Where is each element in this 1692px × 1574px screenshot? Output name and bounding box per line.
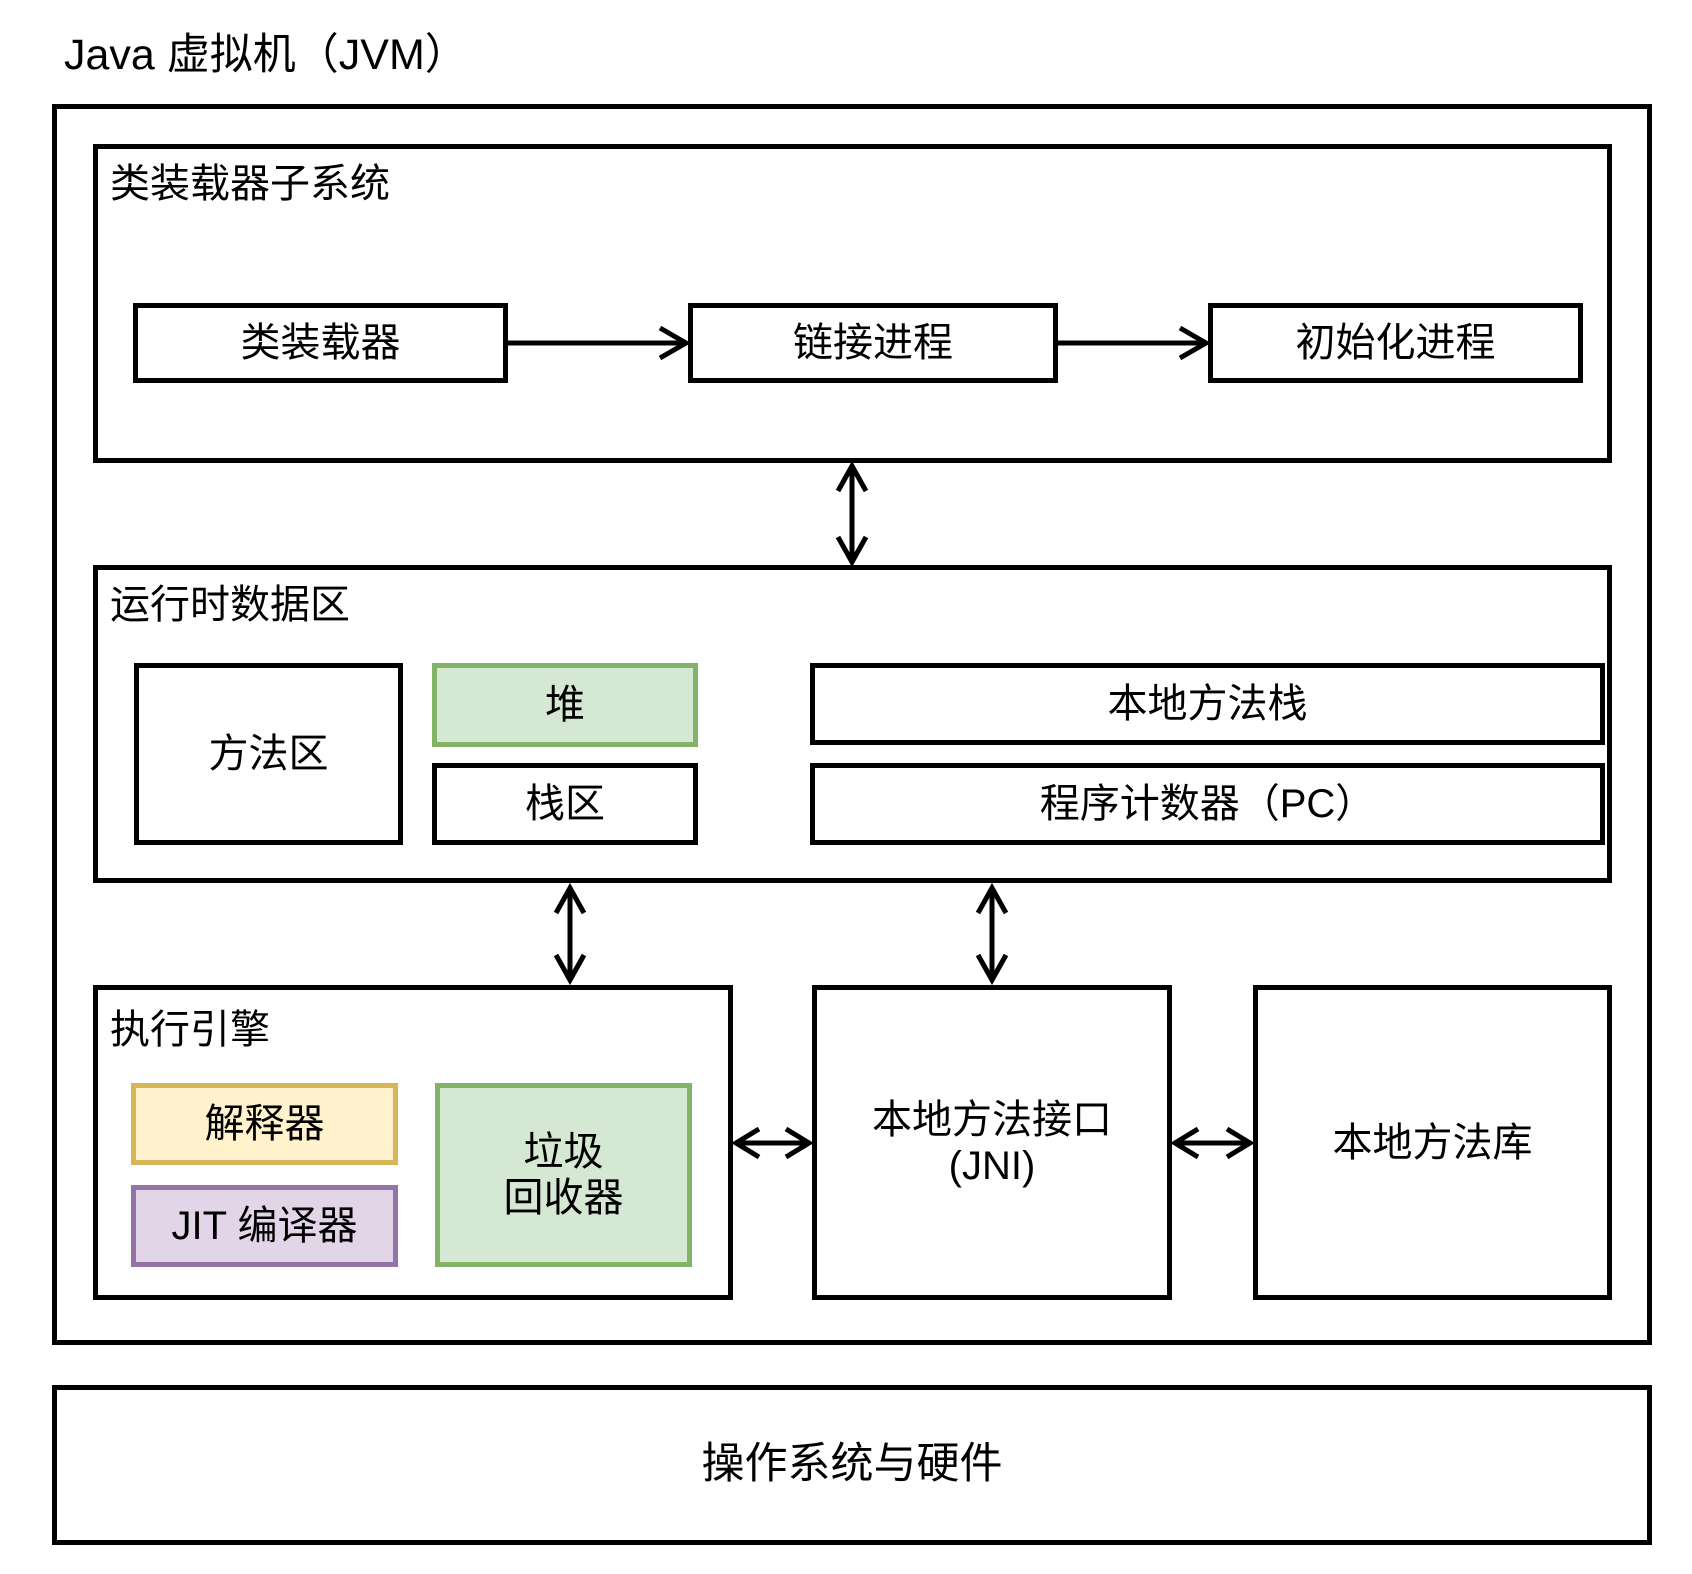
method-area-label: 方法区: [208, 732, 329, 776]
linking-process-label: 链接进程: [793, 321, 953, 365]
stack-area-label: 栈区: [525, 782, 605, 826]
method-area-box: 方法区: [134, 663, 403, 845]
execution-engine-label: 执行引擎: [110, 1008, 270, 1052]
class-loader-label: 类装载器: [240, 321, 401, 365]
arrow-execution-jni-icon: [731, 1126, 814, 1160]
native-method-stack-label: 本地方法栈: [1107, 682, 1308, 726]
jni-label-line2: (JNI): [948, 1143, 1036, 1188]
garbage-collector-label-line2: 回收器: [503, 1176, 624, 1220]
diagram-title: Java 虚拟机（JVM）: [64, 31, 468, 79]
native-method-library-label: 本地方法库: [1332, 1120, 1533, 1165]
os-hardware-label: 操作系统与硬件: [701, 1440, 1003, 1489]
jni-box: 本地方法接口 (JNI): [812, 985, 1172, 1300]
arrow-runtime-jni-icon: [975, 882, 1009, 986]
arrow-linking-to-initialization-icon: [1058, 325, 1212, 361]
initialization-process-label: 初始化进程: [1295, 321, 1496, 365]
class-loader-subsystem-label: 类装载器子系统: [110, 162, 390, 206]
class-loader-box: 类装载器: [133, 303, 508, 383]
program-counter-label: 程序计数器（PC）: [1039, 782, 1376, 826]
interpreter-label: 解释器: [204, 1102, 325, 1146]
arrow-classloader-to-linking-icon: [508, 325, 692, 361]
heap-box: 堆: [432, 663, 698, 747]
arrow-runtime-execution-icon: [553, 882, 587, 986]
native-method-stack-box: 本地方法栈: [810, 663, 1605, 745]
jit-compiler-box: JIT 编译器: [131, 1185, 398, 1267]
jit-compiler-label: JIT 编译器: [171, 1204, 358, 1248]
arrow-classloader-runtime-icon: [835, 460, 869, 568]
arrow-jni-nativelib-icon: [1170, 1126, 1255, 1160]
runtime-data-area-label: 运行时数据区: [110, 583, 350, 627]
program-counter-box: 程序计数器（PC）: [810, 763, 1605, 845]
linking-process-box: 链接进程: [688, 303, 1058, 383]
interpreter-box: 解释器: [131, 1083, 398, 1165]
initialization-process-box: 初始化进程: [1208, 303, 1583, 383]
garbage-collector-box: 垃圾 回收器: [435, 1083, 692, 1267]
heap-label: 堆: [545, 683, 585, 727]
os-hardware-box: 操作系统与硬件: [52, 1385, 1652, 1545]
native-method-library-box: 本地方法库: [1253, 985, 1612, 1300]
jni-label-line1: 本地方法接口: [872, 1097, 1112, 1142]
stack-area-box: 栈区: [432, 763, 698, 845]
garbage-collector-label-line1: 垃圾: [523, 1130, 604, 1174]
